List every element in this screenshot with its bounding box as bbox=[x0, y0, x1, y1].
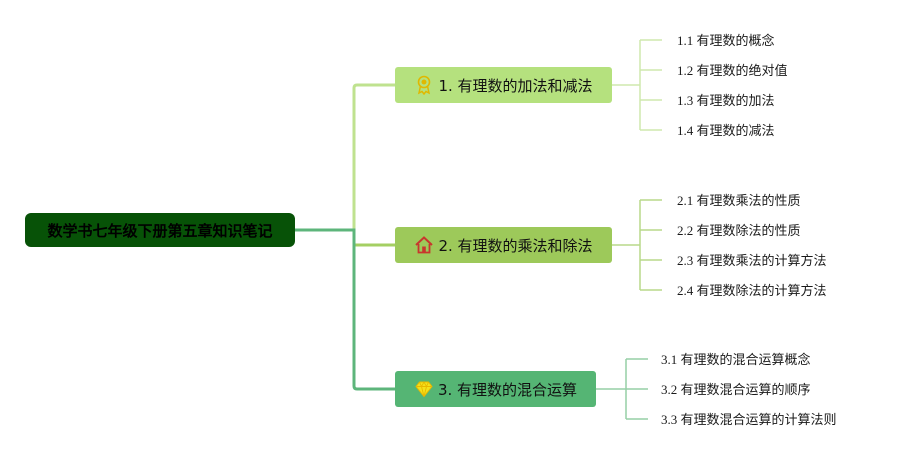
branch-topic-1[interactable]: 1. 有理数的加法和减法 bbox=[395, 67, 612, 103]
award-medal-icon bbox=[414, 75, 434, 95]
subtopic-1-2[interactable]: 1.2 有理数的绝对值 bbox=[677, 63, 788, 78]
house-icon bbox=[414, 235, 434, 255]
connector-branch2-leaves bbox=[612, 199, 662, 291]
subtopic-3-1[interactable]: 3.1 有理数的混合运算概念 bbox=[661, 352, 811, 367]
subtopic-2-4[interactable]: 2.4 有理数除法的计算方法 bbox=[677, 283, 827, 298]
branch-topic-2-label: 2. 有理数的乘法和除法 bbox=[438, 236, 593, 255]
subtopic-2-1[interactable]: 2.1 有理数乘法的性质 bbox=[677, 193, 801, 208]
subtopic-1-1[interactable]: 1.1 有理数的概念 bbox=[677, 33, 775, 48]
diamond-gem-icon bbox=[414, 379, 434, 399]
subtopic-2-3[interactable]: 2.3 有理数乘法的计算方法 bbox=[677, 253, 827, 268]
branch-topic-3[interactable]: 3. 有理数的混合运算 bbox=[395, 371, 596, 407]
branch-topic-3-label: 3. 有理数的混合运算 bbox=[437, 380, 578, 399]
subtopic-2-2[interactable]: 2.2 有理数除法的性质 bbox=[677, 223, 801, 238]
root-topic[interactable]: 数学书七年级下册第五章知识笔记 bbox=[25, 213, 295, 247]
connector-branch3-leaves bbox=[596, 358, 648, 420]
connector-branch1-leaves bbox=[612, 39, 662, 131]
branch-topic-2[interactable]: 2. 有理数的乘法和除法 bbox=[395, 227, 612, 263]
subtopic-3-2[interactable]: 3.2 有理数混合运算的顺序 bbox=[661, 382, 811, 397]
root-topic-label: 数学书七年级下册第五章知识笔记 bbox=[47, 221, 273, 240]
connector-root-branch2 bbox=[295, 228, 395, 247]
connector-root-branch1 bbox=[295, 83, 395, 232]
subtopic-3-3[interactable]: 3.3 有理数混合运算的计算法则 bbox=[661, 412, 837, 427]
connector-root-branch3 bbox=[295, 228, 395, 391]
subtopic-1-3[interactable]: 1.3 有理数的加法 bbox=[677, 93, 775, 108]
subtopic-1-4[interactable]: 1.4 有理数的减法 bbox=[677, 123, 775, 138]
branch-topic-1-label: 1. 有理数的加法和减法 bbox=[438, 76, 593, 95]
